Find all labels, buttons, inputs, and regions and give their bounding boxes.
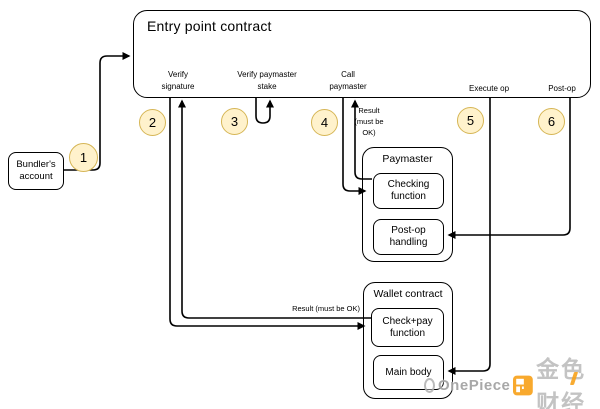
bundlers-account-box: Bundler's account (8, 152, 64, 190)
step-circle-3: 3 (221, 108, 248, 135)
main-body-box: Main body (373, 355, 444, 390)
paymaster-box: Paymaster Checking function Post-op hand… (362, 147, 453, 262)
step-circle-6: 6 (538, 108, 565, 135)
label-execute-op: Execute op (468, 84, 510, 93)
post-op-handling-box: Post-op handling (373, 219, 444, 255)
watermark-brand-text: OnePiece (438, 376, 511, 394)
edge-verify-stake-loop (255, 98, 274, 124)
label-post-op: Post-op (548, 84, 576, 93)
edge-call-paymaster (342, 98, 367, 195)
onepiece-logo-icon (424, 377, 436, 393)
edge-call-paymaster-result (351, 99, 372, 180)
check-pay-function-box: Check+pay function (371, 308, 444, 347)
step-circle-1: 1 (69, 143, 98, 172)
result-note-paymaster: Result (must be OK) (354, 106, 384, 137)
entry-point-title: Entry point contract (147, 18, 272, 34)
jinse-logo-icon (513, 375, 534, 395)
label-call-paymaster: Call paymaster (329, 70, 367, 91)
step-circle-5: 5 (457, 107, 484, 134)
edge-verify-signature-call (169, 98, 366, 330)
label-verify-paymaster-stake: Verify paymaster stake (237, 70, 297, 91)
wallet-contract-box: Wallet contract Check+pay function Main … (363, 282, 453, 399)
paymaster-title: Paymaster (382, 153, 433, 165)
checking-function-box: Checking function (373, 173, 444, 209)
watermark-site-text: 金色财经 (536, 356, 587, 409)
entry-point-contract-box: Entry point contract Verify signature Ve… (133, 10, 591, 98)
label-verify-signature: Verify signature (161, 70, 195, 91)
step-circle-4: 4 (311, 109, 338, 136)
edge-bundler-to-entry (63, 52, 131, 171)
edge-verify-signature-result (178, 99, 371, 319)
edge-execute-op (447, 98, 491, 375)
edge-post-op (447, 98, 571, 239)
wallet-contract-title: Wallet contract (373, 288, 443, 300)
step-circle-2: 2 (139, 109, 166, 136)
result-note-wallet: Result (must be OK) (292, 304, 360, 313)
